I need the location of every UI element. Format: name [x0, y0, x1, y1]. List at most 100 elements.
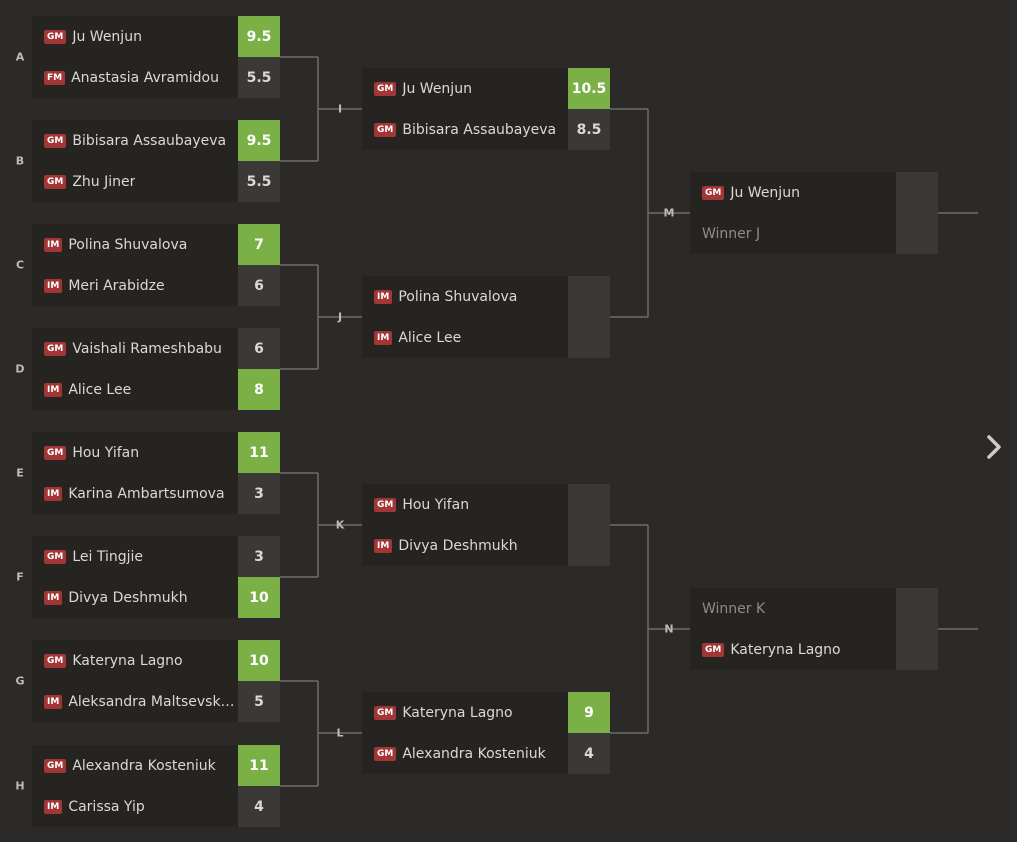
player-name[interactable]: Polina Shuvalova	[68, 236, 188, 253]
player-name[interactable]: Meri Arabidze	[68, 277, 165, 294]
player-name[interactable]: Alexandra Kosteniuk	[402, 745, 546, 762]
player-row[interactable]: Winner J	[690, 213, 938, 254]
player-name[interactable]: Anastasia Avramidou	[71, 69, 219, 86]
player-name[interactable]: Zhu Jiner	[72, 173, 136, 190]
player-name[interactable]: Hou Yifan	[72, 444, 140, 461]
player-name[interactable]: Aleksandra Maltsevsk…	[68, 693, 235, 710]
player-name[interactable]: Ju Wenjun	[402, 80, 472, 97]
player-name[interactable]: Alice Lee	[68, 381, 132, 398]
match-label: M	[663, 206, 675, 220]
player-name[interactable]: Bibisara Assaubayeva	[72, 132, 227, 149]
player-name[interactable]: Kateryna Lagno	[730, 641, 841, 658]
chevron-right-icon[interactable]	[982, 433, 1006, 461]
player-row[interactable]: Winner K	[690, 588, 938, 629]
player-name[interactable]: Divya Deshmukh	[68, 589, 188, 606]
player-name-cell[interactable]: Winner J	[690, 213, 896, 254]
player-name[interactable]: Vaishali Rameshbabu	[72, 340, 222, 357]
player-name[interactable]: Polina Shuvalova	[398, 288, 518, 305]
player-name-cell[interactable]: Winner K	[690, 588, 896, 629]
player-name[interactable]: Winner J	[702, 225, 761, 242]
player-name[interactable]: Winner K	[702, 600, 766, 617]
player-name[interactable]: Bibisara Assaubayeva	[402, 121, 557, 138]
player-name[interactable]: Ju Wenjun	[72, 28, 142, 45]
player-name[interactable]: Alexandra Kosteniuk	[72, 757, 216, 774]
player-name[interactable]: Ju Wenjun	[730, 184, 800, 201]
player-name[interactable]: Lei Tingjie	[72, 548, 144, 565]
player-name[interactable]: Kateryna Lagno	[402, 704, 513, 721]
player-name[interactable]: Kateryna Lagno	[72, 652, 183, 669]
player-name[interactable]: Hou Yifan	[402, 496, 470, 513]
player-name[interactable]: Divya Deshmukh	[398, 537, 518, 554]
player-name[interactable]: Karina Ambartsumova	[68, 485, 225, 502]
player-name[interactable]: Carissa Yip	[68, 798, 145, 815]
player-name[interactable]: Alice Lee	[398, 329, 462, 346]
